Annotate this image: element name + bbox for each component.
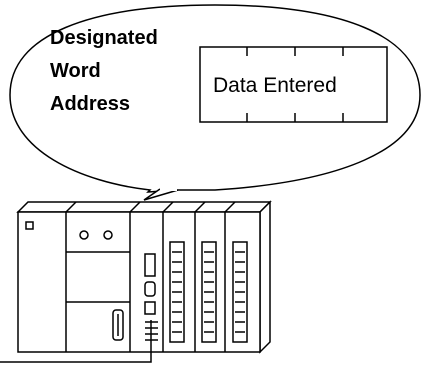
rack-right-face [259, 200, 271, 354]
callout-line-1: Designated [50, 27, 158, 49]
callout-line-2: Word [50, 60, 101, 82]
rack-top-face [16, 201, 272, 213]
io-module-2 [201, 241, 217, 343]
callout-line-3: Address [50, 93, 130, 115]
plc-rack [16, 200, 272, 354]
register-outline [199, 46, 388, 123]
rack-top-divider-5 [224, 201, 236, 213]
connection-cable [0, 320, 152, 363]
rack-top-divider-3 [162, 201, 174, 213]
comm-display [144, 253, 156, 277]
io-module-3 [232, 241, 248, 343]
rack-top-divider-1 [65, 201, 77, 213]
rack-front [17, 211, 261, 353]
comm-port-lower [144, 301, 156, 315]
cpu-indicator-1 [79, 230, 89, 240]
cpu-indicator-2 [103, 230, 113, 240]
register-box: Data Entered [199, 46, 388, 123]
power-led [25, 221, 34, 230]
rack-top-divider-4 [194, 201, 206, 213]
comm-port-upper [144, 281, 156, 297]
register-value: Data Entered [213, 74, 337, 97]
io-module-1 [169, 241, 185, 343]
bubble-tail [143, 188, 179, 201]
rack-top-divider-2 [129, 201, 141, 213]
